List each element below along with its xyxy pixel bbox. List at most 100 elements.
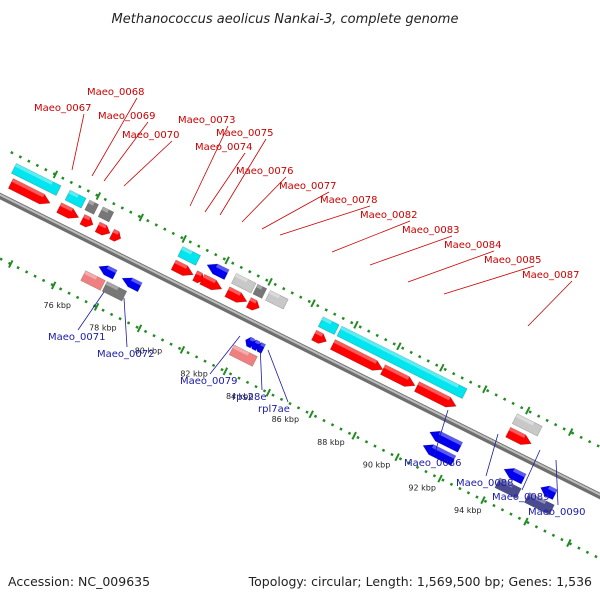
reverse-gene-label: rpl7ae: [258, 404, 290, 415]
reverse-leader-line: [259, 343, 263, 391]
forward-gene: [329, 339, 384, 371]
kbp-label: 76 kbp: [43, 301, 71, 310]
axis-tick: [222, 367, 229, 376]
kbp-label: 78 kbp: [89, 324, 117, 333]
gene-highlight: [527, 492, 547, 505]
gene-shape: [245, 297, 260, 311]
kbp-label: 94 kbp: [454, 506, 482, 515]
gene-shape: [245, 336, 256, 349]
gene-highlight: [88, 200, 95, 206]
forward-leader-line: [241, 176, 287, 223]
reverse-gene: [245, 336, 256, 349]
gene-shape: [255, 342, 267, 354]
gene-highlight: [548, 485, 558, 493]
gene-highlight: [232, 344, 250, 356]
axis-tick: [480, 496, 486, 505]
gene-highlight: [68, 190, 79, 198]
forward-leader-line: [123, 140, 173, 187]
gene-shape: [177, 246, 201, 266]
gene-highlight: [130, 277, 143, 286]
gene-shape: [311, 329, 327, 344]
gene-highlight: [84, 270, 98, 280]
lower-guide-line: [0, 257, 600, 561]
gene-shape: [97, 206, 115, 223]
forward-gene-label: Maeo_0075: [216, 128, 273, 139]
gene-shape: [170, 259, 194, 276]
reverse-gene: [98, 265, 118, 280]
gene-highlight: [215, 263, 230, 273]
axis-tick: [308, 410, 314, 419]
kbp-label: 86 kbp: [272, 415, 300, 424]
forward-gene: [505, 426, 532, 445]
forward-leader-line: [331, 220, 411, 253]
forward-leader-line: [407, 250, 495, 283]
gene-shape: [336, 325, 468, 399]
gene-highlight: [105, 281, 119, 291]
forward-gene: [177, 246, 201, 266]
gene-shape: [101, 281, 128, 302]
gene-highlight: [314, 330, 324, 337]
reverse-gene-label: Maeo_0086: [404, 458, 461, 469]
gene-highlight: [383, 364, 410, 380]
gene-highlight: [515, 413, 535, 426]
axis-tick: [310, 299, 316, 308]
gene-shape: [228, 344, 258, 367]
forward-gene: [11, 162, 62, 196]
gene-shape: [94, 221, 111, 236]
gene-highlight: [14, 163, 53, 185]
reverse-gene: [250, 339, 261, 352]
forward-gene: [317, 316, 340, 336]
forward-gene: [336, 325, 468, 399]
forward-leader-line: [71, 113, 85, 171]
axis-tick: [523, 517, 529, 526]
gene-shape: [199, 273, 223, 291]
kbp-label: 88 kbp: [317, 438, 345, 447]
reverse-leader-line: [209, 335, 241, 375]
forward-gene-label: Maeo_0084: [444, 240, 501, 251]
gene-shape: [494, 477, 522, 499]
forward-gene-label: Maeo_0085: [484, 255, 541, 266]
reverse-gene: [422, 444, 457, 467]
gene-highlight: [498, 477, 514, 488]
kbp-label: 80 kbp: [135, 347, 163, 356]
gene-shape: [206, 263, 230, 281]
gene-shape: [252, 283, 268, 299]
reverse-gene: [494, 477, 522, 499]
gene-highlight: [203, 274, 217, 284]
forward-gene-label: Maeo_0083: [402, 225, 459, 236]
axis-tick: [351, 431, 357, 440]
gene-highlight: [508, 427, 526, 438]
gene-shape: [80, 270, 106, 291]
forward-gene: [94, 221, 111, 236]
gene-shape: [379, 364, 416, 387]
reverse-leader-line: [521, 449, 541, 491]
gene-shape: [192, 270, 205, 284]
axis-tick: [179, 345, 186, 354]
map-title: Methanococcus aeolicus Nankai-3, complet…: [112, 12, 459, 27]
reverse-leader-line: [485, 433, 499, 477]
forward-gene: [245, 297, 260, 311]
axis-tick: [136, 324, 143, 333]
gene-highlight: [234, 273, 248, 283]
axis-tick: [482, 385, 488, 394]
gene-shape: [79, 213, 94, 228]
gene-highlight: [254, 339, 261, 345]
gene-shape: [265, 289, 289, 310]
forward-gene: [252, 283, 268, 299]
upper-guide-line: [10, 151, 600, 449]
reverse-gene-label: Maeo_0089: [492, 492, 549, 503]
kbp-label: 82 kbp: [180, 369, 208, 378]
genome-backbone-highlight: [0, 193, 600, 496]
gene-shape: [7, 178, 51, 205]
axis-tick: [566, 539, 572, 548]
reverse-gene-label: rps28e: [232, 392, 267, 403]
gene-highlight: [11, 178, 45, 198]
axis-tick: [95, 191, 102, 201]
axis-tick: [267, 277, 273, 286]
gene-highlight: [98, 221, 107, 229]
forward-gene: [224, 286, 248, 303]
forward-gene-label: Maeo_0087: [522, 270, 579, 281]
gene-highlight: [268, 290, 281, 299]
gene-shape: [317, 316, 340, 336]
